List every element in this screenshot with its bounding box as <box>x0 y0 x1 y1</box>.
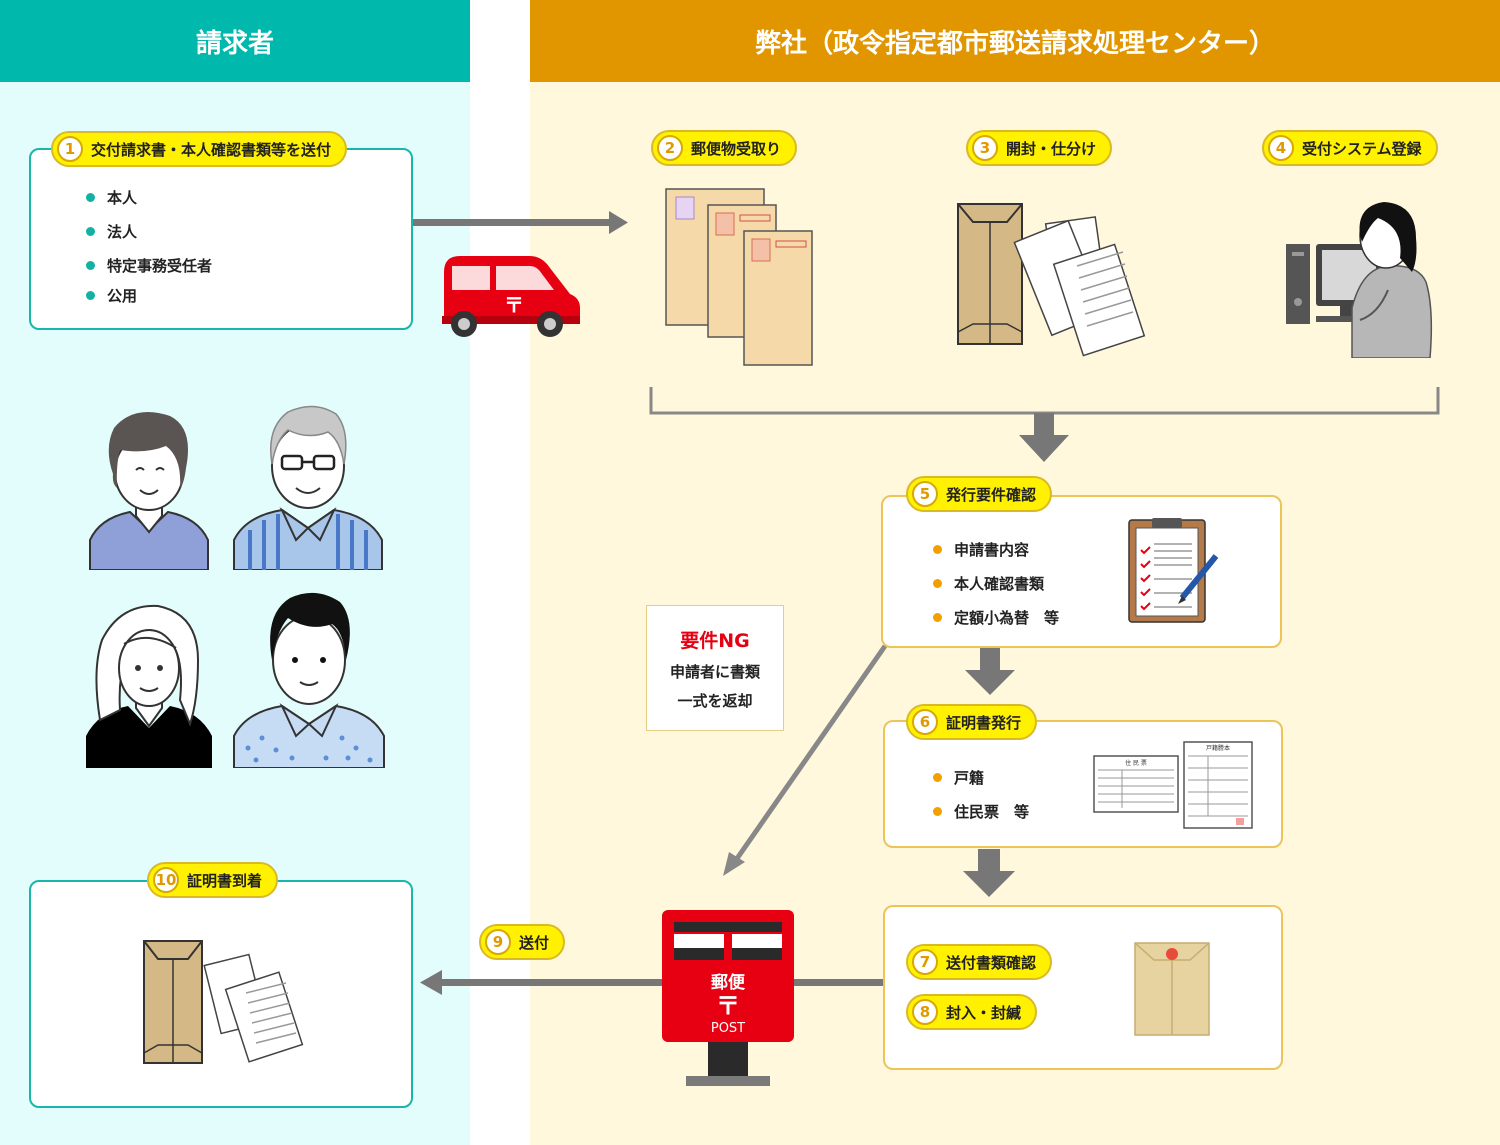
step1-item-tokutei: 特定事務受任者 <box>86 255 212 276</box>
doc-koseki-title: 戸籍謄本 <box>1206 744 1230 752</box>
step7-label: 送付書類確認 <box>946 953 1037 972</box>
ng-line-1: 申請者に書類 <box>669 663 760 681</box>
step5-item-order: 定額小為替 等 <box>933 607 1059 628</box>
step3-pill: 3 開封・仕分け <box>966 130 1113 166</box>
postcards-icon <box>665 188 813 366</box>
post-box-top-text: 郵便 <box>711 972 746 993</box>
step1-number: 1 <box>57 136 83 162</box>
step5-item-content: 申請書内容 <box>933 539 1029 560</box>
doc-juminhyo-title: 住 民 票 <box>1125 759 1147 767</box>
step3-number: 3 <box>972 135 998 161</box>
ng-title: 要件NG <box>680 630 750 652</box>
bullet-dot <box>933 807 942 816</box>
envelope-documents-icon <box>143 940 304 1064</box>
post-box-bottom-text: POST <box>711 1021 745 1036</box>
step6-item-koseki: 戸籍 <box>933 767 984 788</box>
step6-number: 6 <box>912 709 938 735</box>
requester-header: 請求者 <box>0 0 470 82</box>
person-woman-elder-icon <box>89 412 209 570</box>
step1-item-honnin: 本人 <box>86 187 137 208</box>
post-box-mark: 〒 <box>716 992 740 1020</box>
step2-label: 郵便物受取り <box>691 139 782 158</box>
company-header: 弊社（政令指定都市郵送請求処理センター） <box>530 0 1500 82</box>
step9-pill: 9 送付 <box>479 924 566 960</box>
van-mark: 〒 <box>504 293 524 317</box>
checklist-clipboard-icon <box>1128 518 1219 623</box>
ng-line-2: 一式を返却 <box>677 692 753 710</box>
bullet-dot <box>933 579 942 588</box>
opened-envelope-icon <box>957 203 1146 357</box>
post-van-icon: 〒 <box>442 256 580 337</box>
step4-label: 受付システム登録 <box>1302 139 1422 158</box>
bullet-dot <box>86 193 95 202</box>
person-man-young-icon <box>233 592 385 768</box>
step9-number: 9 <box>485 929 511 955</box>
step5-item-id: 本人確認書類 <box>933 573 1044 594</box>
post-box-icon: 郵便 〒 POST <box>662 910 794 1086</box>
step1-box <box>29 148 413 330</box>
bullet-dot <box>933 773 942 782</box>
bullet-dot <box>86 291 95 300</box>
step6-label: 証明書発行 <box>946 713 1022 732</box>
step8-number: 8 <box>912 999 938 1025</box>
step4-pill: 4 受付システム登録 <box>1262 130 1438 166</box>
step5-pill: 5 発行要件確認 <box>906 476 1053 512</box>
step1-pill: 1 交付請求書・本人確認書類等を送付 <box>51 131 348 167</box>
step7-pill: 7 送付書類確認 <box>906 944 1053 980</box>
step3-label: 開封・仕分け <box>1006 139 1097 158</box>
step6-pill: 6 証明書発行 <box>906 704 1038 740</box>
step5-label: 発行要件確認 <box>946 485 1037 504</box>
person-woman-young-icon <box>86 604 212 768</box>
certificate-documents-icon: 住 民 票 戸籍謄本 <box>1093 741 1253 829</box>
step7-number: 7 <box>912 949 938 975</box>
step1-item-hojin: 法人 <box>86 221 137 242</box>
step2-number: 2 <box>657 135 683 161</box>
bullet-dot <box>86 261 95 270</box>
step8-pill: 8 封入・封緘 <box>906 994 1038 1030</box>
requirement-ng-note: 要件NG 申請者に書類 一式を返却 <box>646 605 784 731</box>
bullet-dot <box>933 613 942 622</box>
step10-label: 証明書到着 <box>187 871 263 890</box>
step1-item-koyo: 公用 <box>86 285 137 306</box>
sealed-envelope-icon <box>1134 942 1210 1036</box>
step6-item-juminhyo: 住民票 等 <box>933 801 1029 822</box>
bullet-dot <box>933 545 942 554</box>
computer-operator-icon <box>1286 202 1433 358</box>
step4-number: 4 <box>1268 135 1294 161</box>
step5-box <box>881 495 1282 648</box>
bullet-dot <box>86 227 95 236</box>
step8-label: 封入・封緘 <box>946 1003 1022 1022</box>
step2-pill: 2 郵便物受取り <box>651 130 798 166</box>
step9-label: 送付 <box>519 933 550 952</box>
step1-label: 交付請求書・本人確認書類等を送付 <box>91 140 332 159</box>
step10-pill: 10 証明書到着 <box>147 862 279 898</box>
step10-number: 10 <box>153 867 179 893</box>
person-man-elder-icon <box>233 405 383 570</box>
step5-number: 5 <box>912 481 938 507</box>
step78-box <box>883 905 1283 1070</box>
